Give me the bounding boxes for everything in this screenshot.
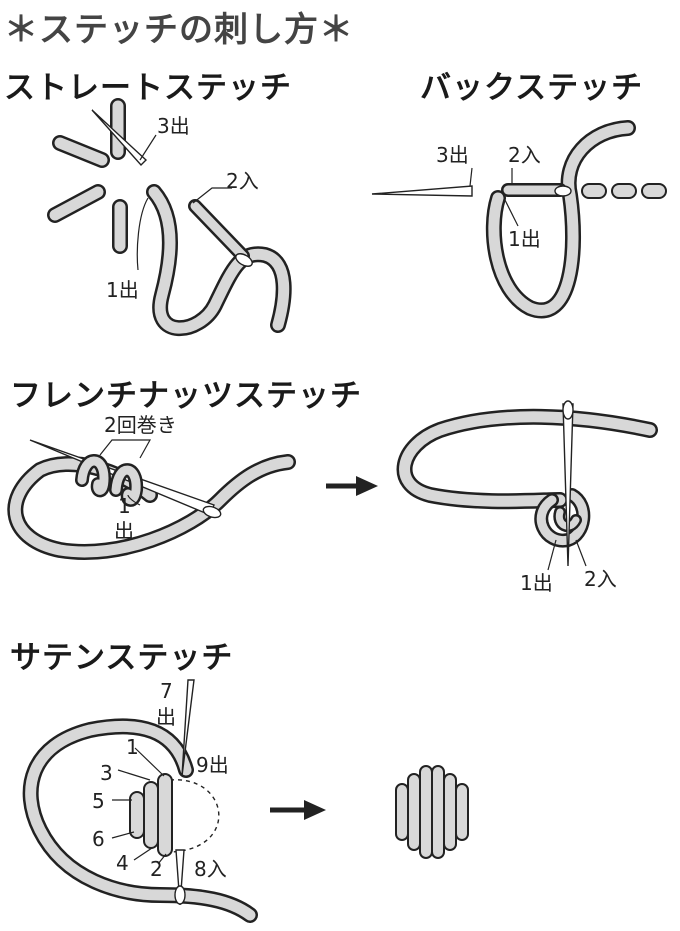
label-back-1out: 1出 — [508, 227, 541, 251]
label-french-wraps: 2回巻き — [104, 413, 177, 437]
satin-stitch-bars — [129, 773, 173, 857]
label-satin-5: 5 — [92, 789, 105, 813]
satin-stitch-diagram: 7 出 9出 1 3 5 6 4 2 8入 — [22, 679, 469, 923]
label-satin-7out: 出 — [156, 705, 176, 729]
label-french-out: 出 — [114, 519, 134, 543]
straight-stitch-diagram: 3出 2入 1出 — [47, 98, 292, 337]
label-french-1: 1 — [118, 494, 131, 518]
label-satin-3: 3 — [100, 761, 113, 785]
label-satin-6: 6 — [92, 827, 105, 851]
back-stitch-existing — [581, 183, 667, 199]
label-satin-8in: 8入 — [194, 857, 227, 881]
straight-stitch-rays — [47, 98, 128, 254]
needle-icon — [181, 679, 195, 777]
needle-icon — [371, 185, 473, 197]
arrow-right-icon — [326, 476, 378, 496]
french-knot-wraps — [75, 454, 144, 507]
label-straight-3out: 3出 — [157, 114, 190, 138]
straight-stitch-title: ストレートステッチ — [4, 70, 292, 106]
label-french-1out: 1出 — [520, 571, 553, 595]
needle-icon — [91, 109, 148, 167]
label-satin-2: 2 — [150, 857, 163, 881]
back-stitch-title: バックステッチ — [420, 70, 644, 106]
label-straight-1out: 1出 — [106, 278, 139, 302]
label-satin-7: 7 — [160, 679, 173, 703]
label-french-2in: 2入 — [584, 567, 617, 591]
label-back-2in: 2入 — [508, 143, 541, 167]
label-back-3out: 3出 — [436, 143, 469, 167]
label-straight-2in: 2入 — [226, 169, 259, 193]
satin-stitch-result — [395, 765, 469, 859]
arrow-right-icon — [270, 800, 326, 820]
french-knot-diagram: 2回巻き 1 出 1出 2入 — [7, 400, 658, 595]
satin-stitch-title: サテンステッチ — [10, 640, 234, 676]
french-knot-title: フレンチナッツステッチ — [10, 378, 362, 414]
page-title: ＊ステッチの刺し方＊ — [4, 10, 354, 50]
back-stitch-diagram: 3出 2入 1出 — [371, 120, 667, 319]
label-satin-1: 1 — [126, 735, 139, 759]
label-satin-9out: 9出 — [196, 753, 229, 777]
label-satin-4: 4 — [116, 851, 129, 875]
needle-icon — [175, 849, 185, 906]
